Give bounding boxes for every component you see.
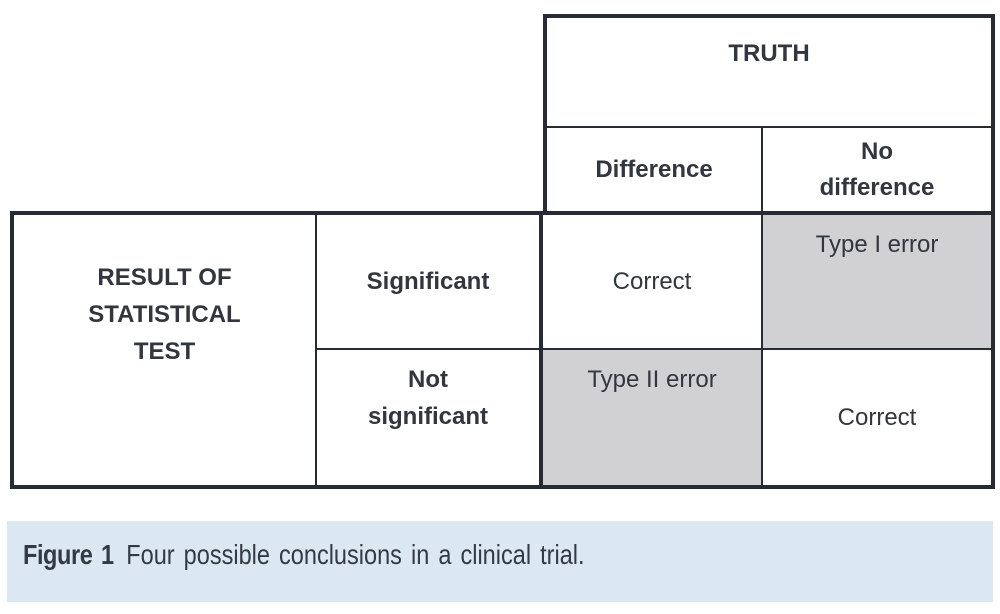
correct-label: Correct [837,403,917,431]
significant-label: Significant [366,267,490,295]
column-header-no-difference: No difference [763,128,995,211]
figure-caption-number: Figure 1 [23,539,114,570]
type-1-error-label: Type I error [815,231,939,258]
cell-significant-difference: Correct [543,211,763,350]
correct-label: Correct [612,267,692,295]
result-of-statistical-test-label: RESULT OF STATISTICAL TEST [88,264,241,366]
row-group-header-result-of-statistical-test: RESULT OF STATISTICAL TEST [10,211,317,489]
figure-caption: Figure 1 Four possible conclusions in a … [23,538,585,572]
not-significant-label: Not significant [367,366,488,431]
cell-type-2-error: Type II error [543,350,763,489]
no-difference-label: No difference [819,137,935,201]
figure-caption-bar: Figure 1 Four possible conclusions in a … [7,521,993,602]
column-header-difference: Difference [543,128,763,211]
cell-type-1-error: Type I error [763,211,995,350]
difference-label: Difference [595,155,713,183]
figure-caption-text: Four possible conclusions in a clinical … [126,539,585,570]
truth-label: TRUTH [728,40,810,67]
cell-not-significant-no-difference: Correct [763,350,995,489]
truth-column-group-header: TRUTH [543,14,995,128]
type-2-error-label: Type II error [587,366,717,393]
row-header-not-significant: Not significant [317,350,543,489]
row-header-significant: Significant [317,211,543,350]
